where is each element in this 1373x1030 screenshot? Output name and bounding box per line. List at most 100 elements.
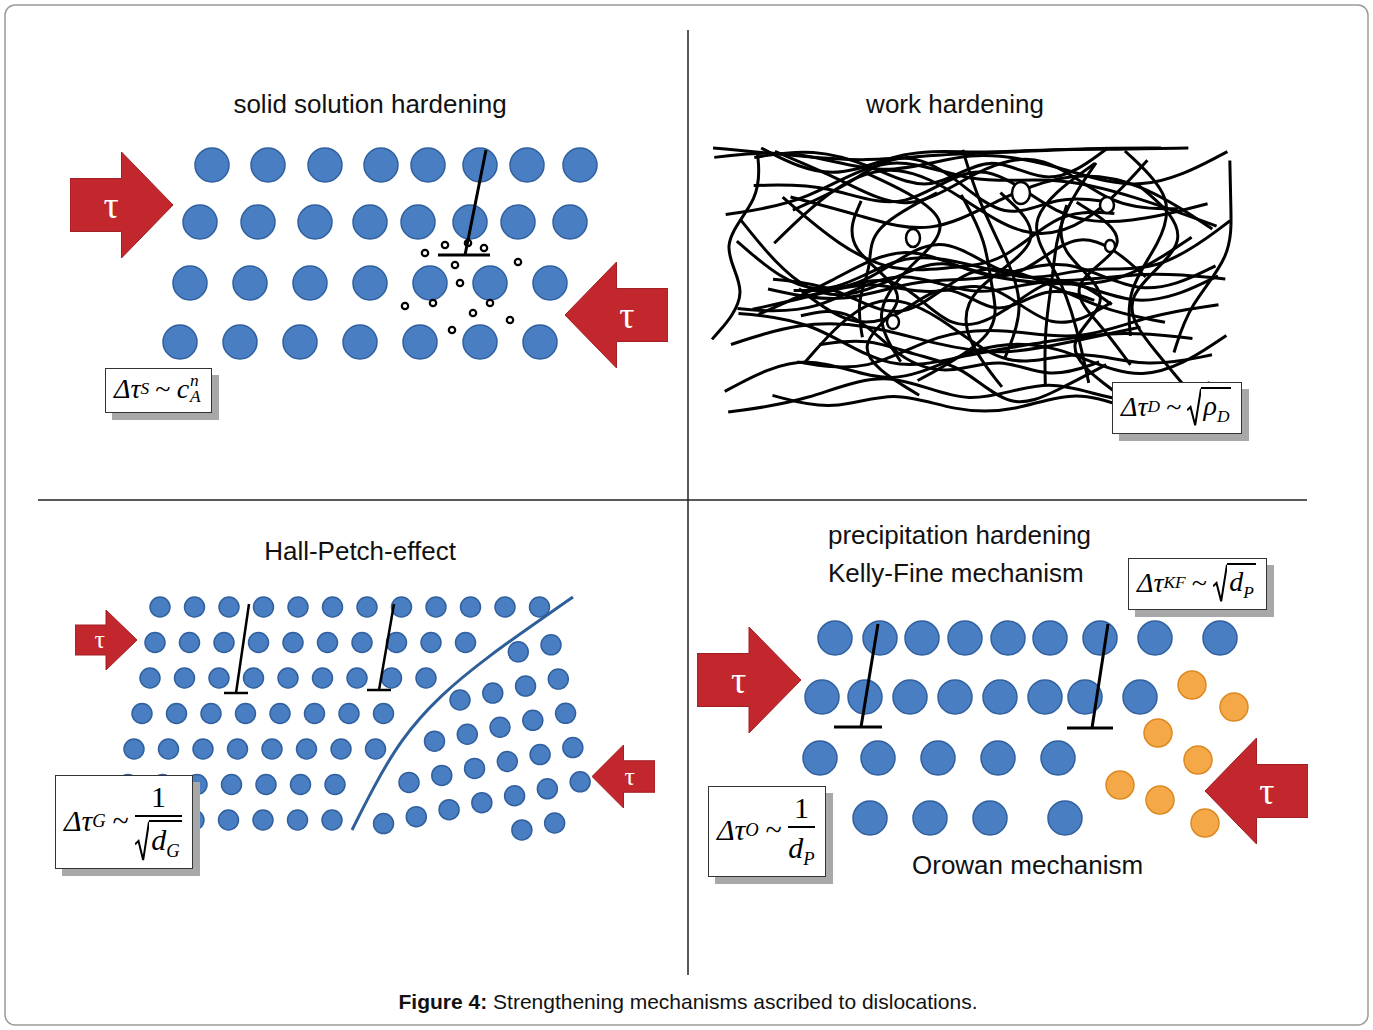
- atom: [938, 680, 972, 714]
- formula-subscript: S: [140, 379, 149, 399]
- dislocation-foot: [367, 689, 391, 692]
- atom: [490, 717, 510, 737]
- atom: [322, 810, 342, 830]
- dislocation-line: [379, 604, 394, 690]
- atom: [861, 741, 895, 775]
- solid-solution-lattice: [163, 148, 597, 359]
- dislocation-line: [772, 395, 1136, 412]
- atom: [357, 597, 377, 617]
- atom: [298, 205, 332, 239]
- square-root: dP: [1213, 563, 1256, 603]
- figure-frame: [5, 5, 1368, 1025]
- radicand: dG: [149, 820, 181, 862]
- panel-title: precipitation hardening: [828, 521, 1091, 551]
- atom: [167, 704, 187, 724]
- stress-symbol: τ: [619, 296, 634, 334]
- formula-subscript: P: [1243, 583, 1254, 602]
- dislocation-tangle: [712, 148, 1231, 412]
- atom: [288, 810, 308, 830]
- radical-sign: [1187, 387, 1201, 427]
- arrow-shape: [697, 627, 801, 733]
- solute-atom: [430, 300, 436, 306]
- caption-lead: Figure 4:: [399, 990, 488, 1013]
- formula-subscript: O: [745, 819, 758, 841]
- atom: [913, 801, 947, 835]
- atom: [530, 745, 550, 765]
- dislocation-line: [759, 237, 1192, 314]
- formula-operator: ~: [112, 804, 128, 838]
- atom: [805, 680, 839, 714]
- formula-operator: ~: [155, 373, 170, 405]
- atom: [545, 813, 565, 833]
- atom: [523, 325, 557, 359]
- atom: [510, 148, 544, 182]
- atom: [353, 205, 387, 239]
- dislocation-line: [793, 158, 1111, 211]
- atom: [283, 325, 317, 359]
- formula-superscript: n: [190, 373, 201, 389]
- dislocation-line: [1077, 202, 1131, 365]
- atom: [406, 807, 426, 827]
- atom: [209, 668, 229, 688]
- atom: [236, 704, 256, 724]
- square-root: ρD: [1187, 387, 1231, 427]
- atom: [195, 148, 229, 182]
- radical-sign: [135, 820, 149, 862]
- atom: [439, 800, 459, 820]
- formula-symbol: Δτ: [114, 373, 140, 405]
- atom: [533, 266, 567, 300]
- shear-stress-arrow: τ: [75, 610, 137, 670]
- atom: [461, 597, 481, 617]
- numerator: 1: [788, 791, 814, 828]
- stress-symbol: τ: [625, 764, 635, 790]
- atom: [563, 148, 597, 182]
- dislocation-loop: [1105, 240, 1115, 252]
- atom: [278, 668, 298, 688]
- panel-divider: [38, 499, 1307, 501]
- formula-symbol: Δτ: [1121, 391, 1147, 423]
- arrow-shape: [565, 262, 668, 368]
- atom: [553, 205, 587, 239]
- arrow-fill: [592, 745, 655, 808]
- fraction: 1dP: [788, 791, 814, 870]
- atom: [185, 597, 205, 617]
- atom: [308, 148, 342, 182]
- atom: [331, 739, 351, 759]
- formula-subscript: P: [803, 848, 814, 869]
- atom: [472, 793, 492, 813]
- fraction: 1dG: [135, 780, 181, 862]
- numerator: 1: [135, 780, 181, 817]
- atom: [399, 772, 419, 792]
- arrow-fill: [1205, 738, 1308, 844]
- formula-subscript: D: [1217, 407, 1230, 426]
- atom: [262, 739, 282, 759]
- square-root: dG: [135, 820, 181, 862]
- formula-symbol: d: [1229, 566, 1243, 597]
- atom: [353, 266, 387, 300]
- formula-subscript: G: [92, 810, 105, 832]
- shear-stress-arrow: τ: [565, 262, 668, 368]
- atom: [214, 633, 234, 653]
- stress-symbol: τ: [1259, 772, 1274, 810]
- atom: [948, 621, 982, 655]
- atom: [497, 752, 517, 772]
- formula-box: ΔτKF~dP: [1128, 558, 1267, 610]
- atom: [219, 597, 239, 617]
- dislocation-line: [918, 195, 995, 381]
- atom: [293, 266, 327, 300]
- dislocation-line: [861, 624, 878, 727]
- precipitate-particle: [1178, 671, 1206, 699]
- atom: [426, 597, 446, 617]
- atom: [505, 786, 525, 806]
- dislocation-foot: [1067, 727, 1113, 730]
- atom: [1048, 801, 1082, 835]
- shear-stress-arrow: τ: [697, 627, 801, 733]
- atom: [450, 690, 470, 710]
- dislocation-line: [1174, 161, 1231, 353]
- solute-atom: [402, 303, 408, 309]
- formula-box: ΔτD~ρD: [1112, 382, 1242, 434]
- dislocation-line: [963, 150, 1019, 359]
- atom: [323, 597, 343, 617]
- arrow-fill: [697, 627, 801, 733]
